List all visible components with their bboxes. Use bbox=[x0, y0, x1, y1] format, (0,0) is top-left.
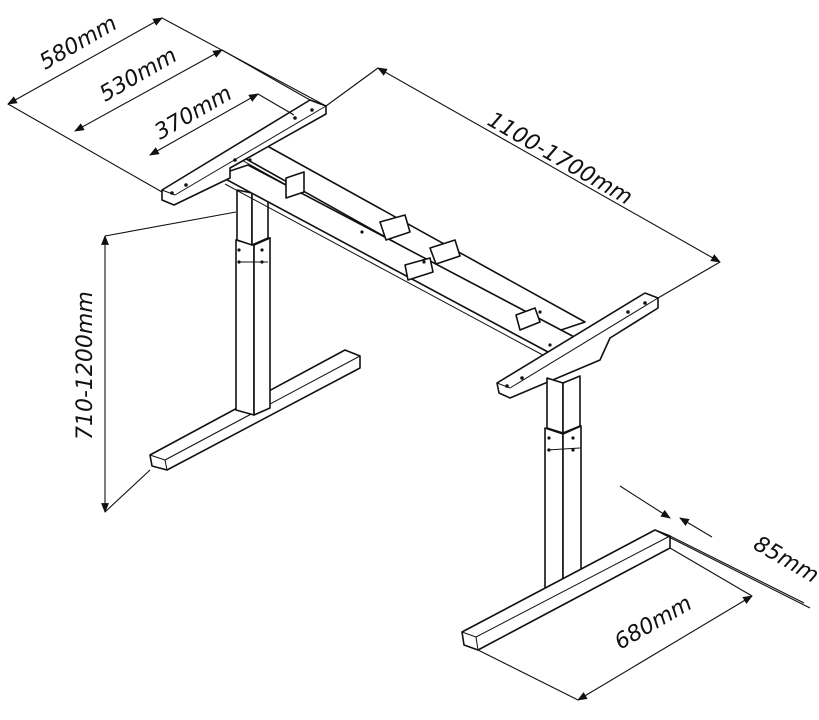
dimension-labels: 580mm 530mm 370mm 1100-1700mm 710-1200mm… bbox=[36, 11, 819, 655]
dim-label-1100-1700: 1100-1700mm bbox=[483, 108, 636, 211]
right-leg bbox=[544, 375, 582, 594]
dim-label-85: 85mm bbox=[749, 532, 819, 589]
dim-label-580: 580mm bbox=[36, 11, 122, 75]
cross-beams bbox=[217, 141, 586, 361]
dim-label-530: 530mm bbox=[96, 43, 182, 107]
right-top-plate bbox=[496, 292, 659, 399]
dimension-lines bbox=[7, 17, 811, 701]
left-leg bbox=[235, 187, 271, 416]
dim-label-680: 680mm bbox=[611, 591, 697, 655]
dim-label-710-1200: 710-1200mm bbox=[73, 291, 98, 440]
